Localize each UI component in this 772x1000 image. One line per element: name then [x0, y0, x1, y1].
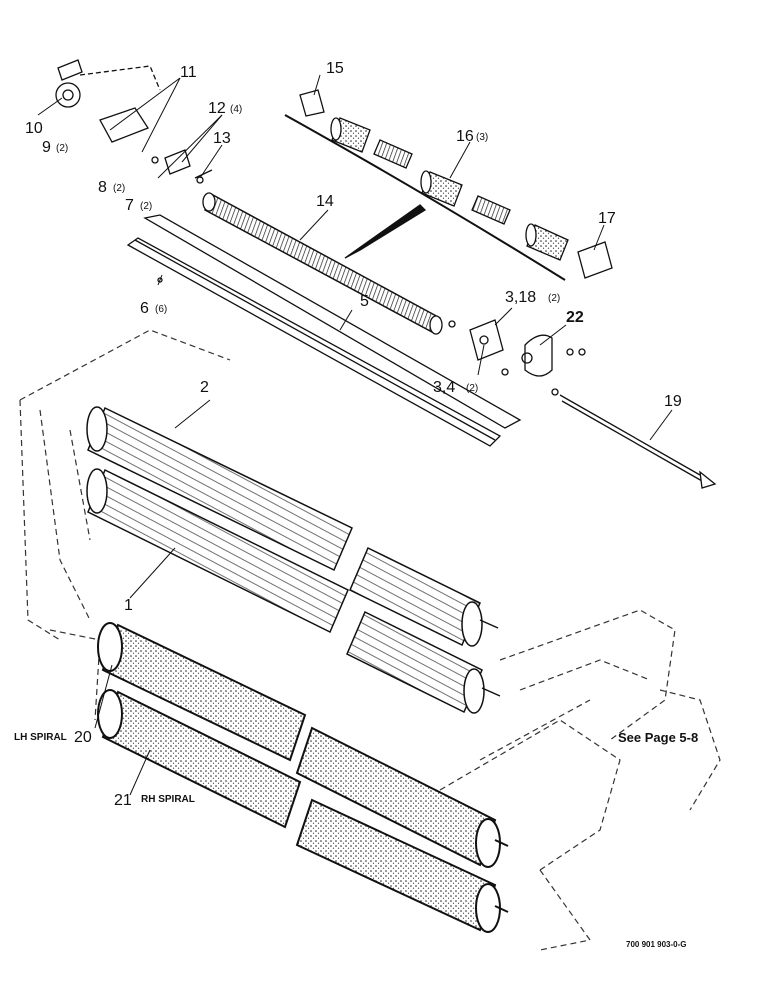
callout-20: 20	[74, 729, 92, 746]
callout-21: 21	[114, 792, 132, 809]
callout-7-qty: (2)	[140, 201, 152, 212]
callout-3-18: 3,18	[505, 289, 536, 306]
callout-1: 1	[124, 597, 133, 614]
leader-lines	[37, 74, 673, 796]
fluted-roll-1	[86, 468, 501, 714]
callout-22: 22	[566, 309, 584, 326]
callout-8: 8	[98, 179, 107, 196]
callout-2: 2	[200, 379, 209, 396]
callout-3-18-qty: (2)	[548, 293, 560, 304]
callout-10: 10	[25, 120, 43, 137]
spring-shaft-14	[202, 192, 443, 335]
callout-16-qty: (3)	[476, 132, 488, 143]
see-page-note: See Page 5-8	[618, 730, 698, 745]
notes: LH SPIRAL RH SPIRAL See Page 5-8	[14, 730, 698, 805]
callout-3-4: 3,4	[433, 379, 455, 396]
lh-spiral-note: LH SPIRAL	[14, 732, 67, 743]
figure-id: 700 901 903-0-G	[626, 940, 687, 949]
fluted-roll-2	[86, 406, 499, 647]
callout-9-qty: (2)	[56, 143, 68, 154]
callout-11: 11	[180, 64, 197, 81]
rh-spiral-note: RH SPIRAL	[141, 794, 195, 805]
callout-7: 7	[125, 197, 134, 214]
callout-16: 16	[456, 128, 474, 145]
callout-9: 9	[42, 139, 51, 156]
callout-13: 13	[213, 130, 231, 147]
callout-6-qty: (6)	[155, 304, 167, 315]
callout-17: 17	[598, 210, 616, 227]
frame-outline	[19, 329, 721, 951]
callout-14: 14	[316, 193, 334, 210]
callout-8-qty: (2)	[113, 183, 125, 194]
bracket-parts-left	[55, 59, 213, 184]
rod-19	[559, 394, 717, 489]
cover-plate-5	[126, 214, 522, 447]
callout-15: 15	[326, 60, 344, 77]
spiral-roll-20	[97, 622, 509, 868]
spiral-roll-21	[97, 689, 509, 933]
callout-19: 19	[664, 393, 682, 410]
callout-6: 6	[140, 300, 149, 317]
callouts: 1 2 3,18 (2) 3,4 (2) 5 6 (6) 7 (2) 8 (2)…	[25, 60, 682, 809]
callout-12-qty: (4)	[230, 104, 242, 115]
callout-12: 12	[208, 100, 226, 117]
sleeve-set	[284, 89, 613, 281]
bearing-assembly-right	[448, 319, 586, 396]
callout-3-4-qty: (2)	[466, 383, 478, 394]
callout-5: 5	[360, 293, 369, 310]
